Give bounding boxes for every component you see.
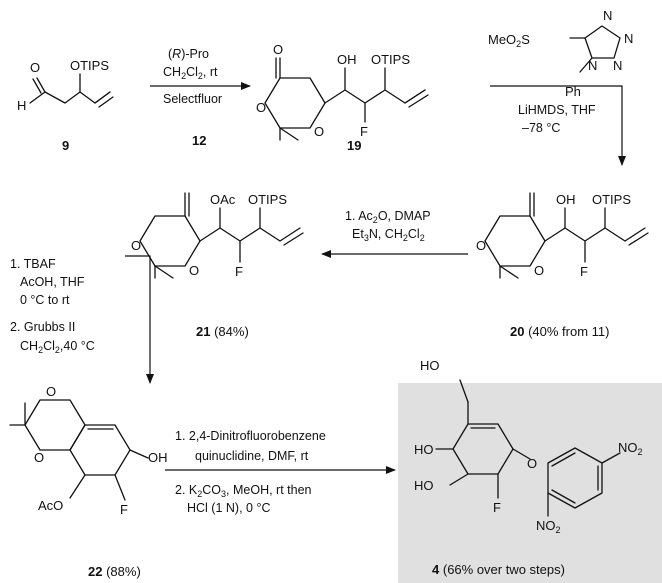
svg-text:22 (88%): 22 (88%): [88, 564, 141, 579]
svg-text:21 (84%): 21 (84%): [196, 324, 249, 339]
arrow-step4: [125, 255, 154, 384]
svg-text:HCl (1 N), 0 °C: HCl (1 N), 0 °C: [187, 501, 270, 515]
aldehyde-o: O: [30, 60, 40, 75]
svg-text:OH: OH: [556, 192, 576, 207]
fluorine-label: F: [360, 124, 368, 139]
aco-label: AcO: [38, 498, 63, 513]
product-highlight-box: [398, 383, 662, 583]
aldehyde-h: H: [17, 98, 26, 113]
svg-text:quinuclidine, DMF, rt: quinuclidine, DMF, rt: [195, 449, 309, 463]
otips-label: OTIPS: [70, 58, 109, 73]
svg-text:CH2Cl2, rt: CH2Cl2, rt: [163, 65, 218, 81]
compound-21: O O OAc OTIPS F 21 (84%): [131, 192, 304, 339]
svg-text:AcOH, THF: AcOH, THF: [20, 275, 85, 289]
step4-conditions: 1. TBAF AcOH, THF 0 °C to rt 2. Grubbs I…: [10, 257, 95, 355]
svg-text:N: N: [603, 8, 612, 23]
svg-text:OTIPS: OTIPS: [248, 192, 287, 207]
oh-label: OH: [337, 52, 357, 67]
svg-text:1. Ac2O, DMAP: 1. Ac2O, DMAP: [345, 209, 431, 225]
svg-text:Ph: Ph: [565, 84, 581, 99]
svg-text:O: O: [273, 42, 283, 57]
svg-text:4 (66% over two steps): 4 (66% over two steps): [432, 562, 565, 577]
svg-text:OTIPS: OTIPS: [371, 52, 410, 67]
arrow-step2: [490, 85, 626, 166]
svg-text:F: F: [493, 500, 501, 515]
compound-22: O O AcO OH F 22 (88%): [9, 384, 168, 579]
svg-text:O: O: [256, 100, 266, 115]
svg-text:0 °C to rt: 0 °C to rt: [20, 293, 70, 307]
svg-text:Selectfluor: Selectfluor: [163, 92, 222, 106]
svg-text:O: O: [314, 124, 324, 139]
svg-text:N: N: [624, 31, 633, 46]
svg-text:HO: HO: [420, 358, 440, 373]
tetrazole-sulfone-reagent: MeO2S N N N N Ph: [488, 8, 633, 99]
step2-conditions: LiHMDS, THF –78 °C: [518, 103, 596, 135]
compound-19-label: 19: [347, 138, 361, 153]
svg-text:HO: HO: [414, 478, 434, 493]
svg-text:O: O: [189, 263, 199, 278]
step3-conditions: 1. Ac2O, DMAP Et3N, CH2Cl2: [345, 209, 431, 243]
svg-text:–78 °C: –78 °C: [522, 121, 560, 135]
compound-9: O H OTIPS 9: [17, 58, 114, 153]
svg-text:Et3N, CH2Cl2: Et3N, CH2Cl2: [352, 227, 425, 243]
svg-text:O: O: [131, 238, 141, 253]
step1-conditions: (R)-Pro CH2Cl2, rt Selectfluor 12: [163, 47, 222, 148]
compound-12-label: 12: [192, 133, 206, 148]
compound-20: O O OH OTIPS F 20 (40% from 11): [476, 192, 649, 339]
svg-text:2. K2CO3, MeOH, rt then: 2. K2CO3, MeOH, rt then: [175, 483, 312, 499]
compound-9-label: 9: [62, 138, 69, 153]
svg-text:20 (40% from 11): 20 (40% from 11): [510, 324, 610, 339]
svg-text:1. TBAF: 1. TBAF: [10, 257, 56, 271]
svg-text:O: O: [476, 238, 486, 253]
svg-text:OH: OH: [148, 450, 168, 465]
svg-text:F: F: [120, 502, 128, 517]
svg-text:2. Grubbs II: 2. Grubbs II: [10, 320, 75, 334]
svg-text:NO2: NO2: [618, 440, 643, 457]
svg-text:O: O: [34, 450, 44, 465]
step5-conditions: 1. 2,4-Dinitrofluorobenzene quinuclidine…: [175, 429, 326, 515]
svg-text:OTIPS: OTIPS: [592, 192, 631, 207]
svg-text:LiHMDS, THF: LiHMDS, THF: [518, 103, 596, 117]
svg-text:N: N: [613, 58, 622, 73]
svg-text:F: F: [580, 264, 588, 279]
oac-label: OAc: [210, 192, 236, 207]
compound-4: HO HO HO F O NO2 NO2 4 (66% over two ste…: [414, 358, 643, 577]
svg-text:O: O: [46, 384, 56, 399]
svg-text:MeO2S: MeO2S: [488, 32, 530, 49]
svg-text:1. 2,4-Dinitrofluorobenzene: 1. 2,4-Dinitrofluorobenzene: [175, 429, 326, 443]
svg-text:NO2: NO2: [536, 518, 561, 535]
svg-text:O: O: [534, 263, 544, 278]
svg-text:CH2Cl2,40 °C: CH2Cl2,40 °C: [20, 339, 95, 355]
svg-text:HO: HO: [414, 442, 434, 457]
svg-text:(R)-Pro: (R)-Pro: [168, 47, 209, 61]
svg-text:F: F: [235, 264, 243, 279]
svg-text:O: O: [527, 456, 537, 471]
compound-19: O O O OH OTIPS F 19: [256, 42, 429, 153]
svg-text:N: N: [588, 58, 597, 73]
